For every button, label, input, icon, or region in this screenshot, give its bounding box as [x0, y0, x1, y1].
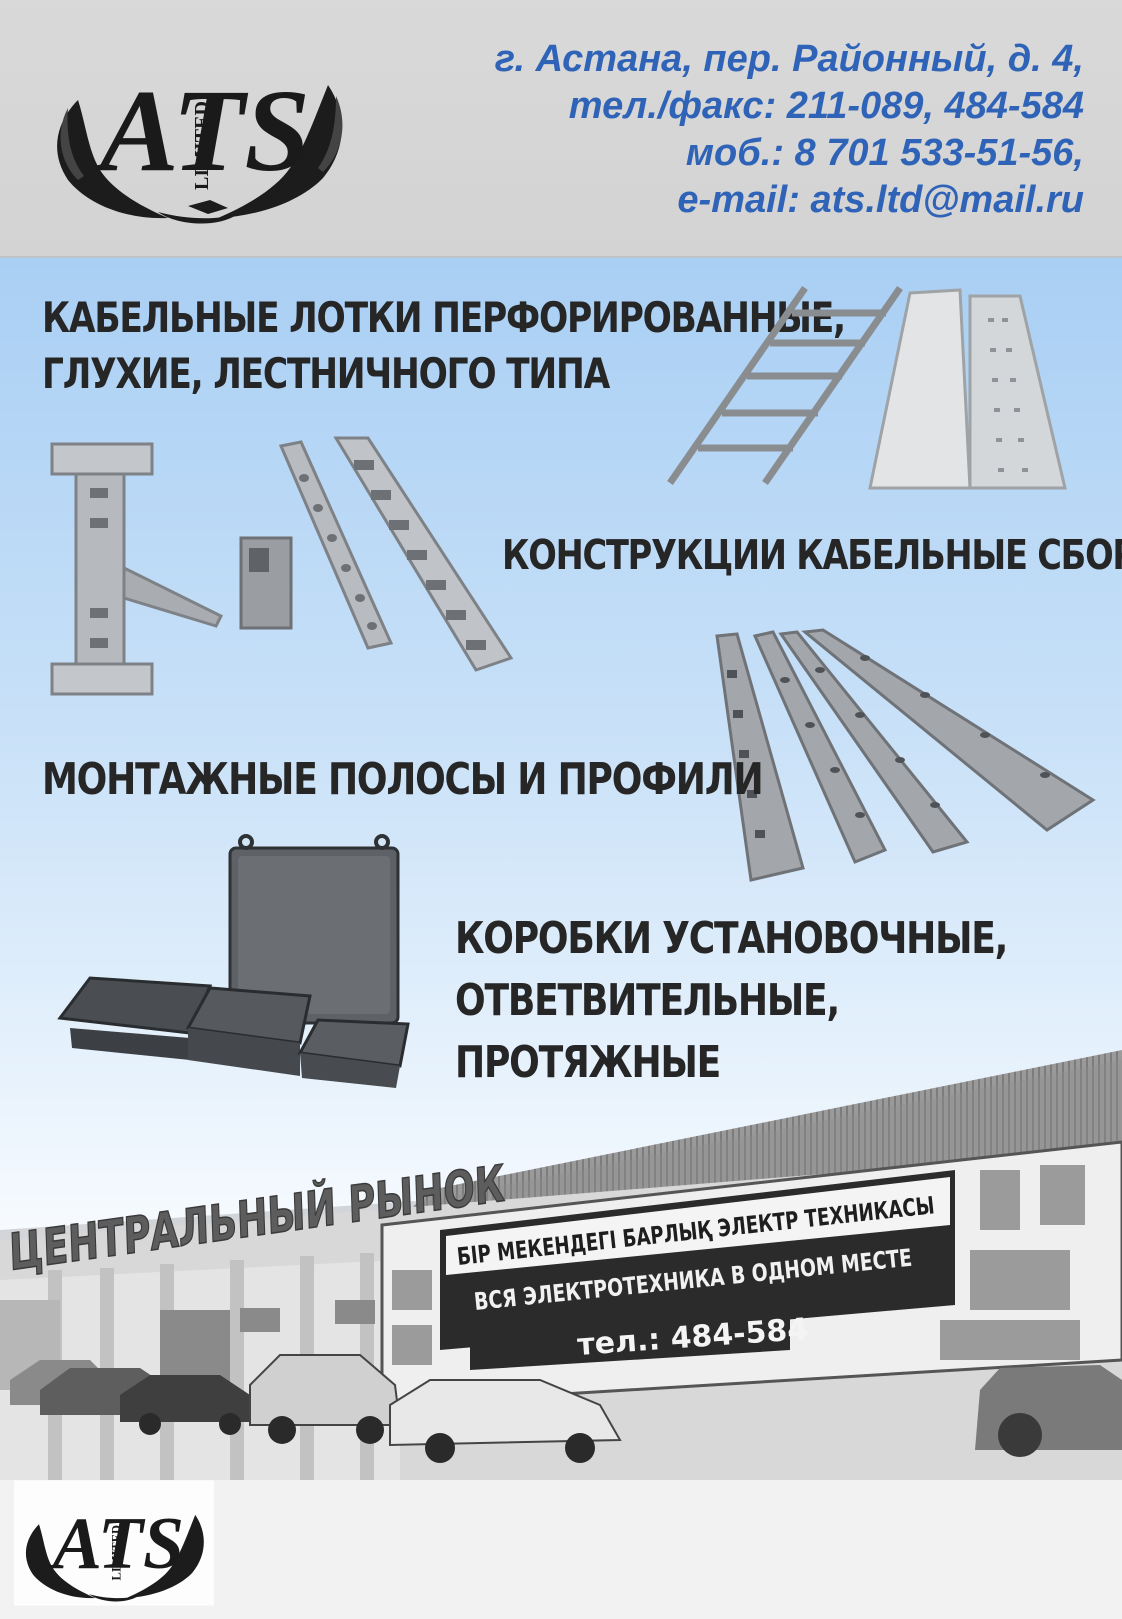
header: ATS LIMITED г. Астана, пер. Районный, д.…: [0, 0, 1122, 258]
contact-block: г. Астана, пер. Районный, д. 4, тел./фак…: [495, 36, 1084, 224]
pull-box-icon: [297, 1018, 410, 1088]
logo-letters: ATS: [93, 65, 310, 196]
logo-subtext: LIMITED: [191, 101, 213, 190]
address: г. Астана, пер. Районный, д. 4,: [494, 38, 1084, 80]
logo-subtext: LIMITED: [109, 1525, 123, 1581]
facade-banner: БІР МЕКЕНДЕГІ БАРЛЫҚ ЭЛЕКТР ТЕХНИКАСЫ ВС…: [380, 1140, 1122, 1407]
phone-fax[interactable]: тел./факс: 211-089, 484-584: [568, 85, 1084, 127]
profile-strips-icon: [715, 628, 1096, 882]
perforated-tray-icon: [968, 294, 1067, 490]
email-link[interactable]: e-mail: ats.ltd@mail.ru: [677, 179, 1084, 221]
junction-box-large-icon: [57, 976, 213, 1060]
market-building-photo: ЦЕНТРАЛЬНЫЙ РЫНОК БІР МЕКЕНДЕГІ БАРЛЫҚ Э…: [0, 1050, 1122, 1619]
cable-constructions-image: [50, 436, 514, 696]
junction-box-square-icon: [185, 986, 312, 1076]
headline-mounting-strips: МОНТАЖНЫЕ ПОЛОСЫ И ПРОФИЛИ: [42, 754, 764, 805]
mobile-phone[interactable]: моб.: 8 701 533-51-56,: [685, 132, 1084, 174]
logo-letters: ATS: [49, 1502, 184, 1584]
bracket-post-icon: [50, 442, 224, 696]
car-icon: [10, 1354, 1122, 1463]
junction-boxes-image: [57, 834, 410, 1088]
ladder-profile-icon: [333, 436, 514, 672]
mounting-strips-image: [715, 628, 1096, 882]
headline-junction-boxes: КОРОБКИ УСТАНОВОЧНЫЕ, ОТВЕТВИТЕЛЬНЫЕ, ПР…: [455, 913, 1008, 1088]
cable-trays-image: [667, 286, 1067, 490]
perforated-strip-icon: [278, 440, 394, 650]
headline-cable-trays: КАБЕЛЬНЫЕ ЛОТКИ ПЕРФОРИРОВАННЫЕ, ГЛУХИЕ,…: [42, 293, 846, 398]
eagle-icon: [25, 1514, 204, 1602]
ladder-tray-icon: [667, 286, 903, 485]
solid-tray-icon: [868, 288, 972, 490]
eagle-icon: [57, 85, 343, 224]
headline-cable-constructions: КОНСТРУКЦИИ КАБЕЛЬНЫЕ СБОРНЫЕ: [502, 531, 1122, 579]
clamp-icon: [239, 536, 293, 630]
ats-logo: ATS LIMITED: [57, 65, 343, 224]
ats-logo-bottom: ATS LIMITED: [14, 1480, 214, 1606]
wall-box-icon: [228, 834, 400, 1025]
